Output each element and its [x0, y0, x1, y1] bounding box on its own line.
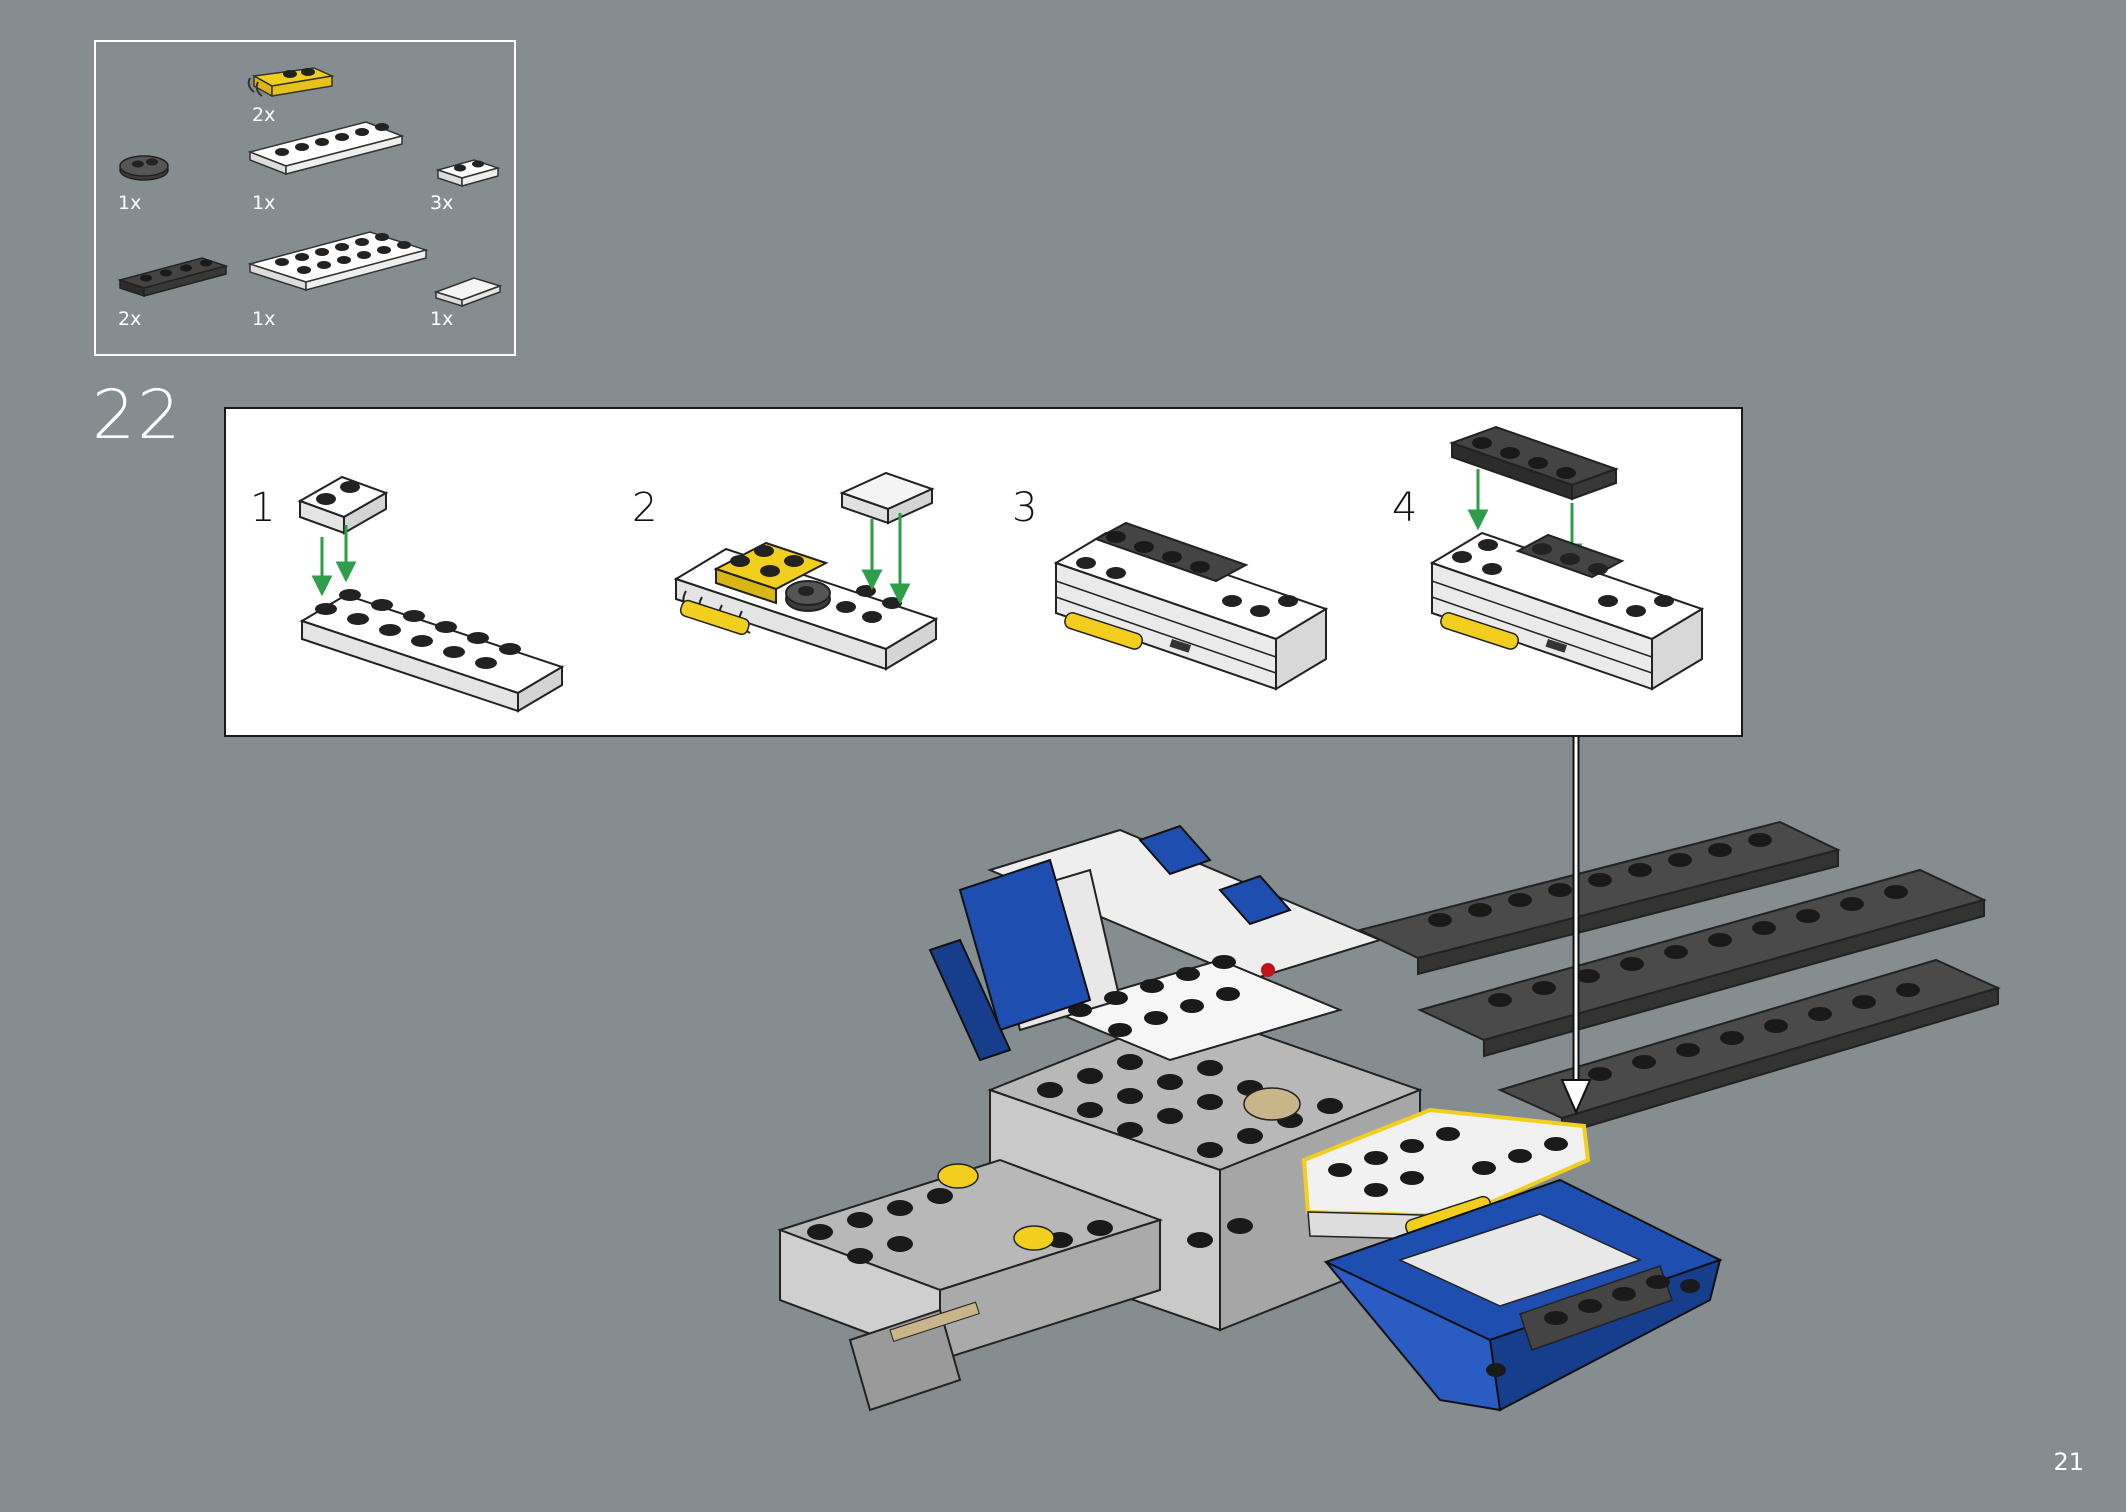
dark-plate-rows	[1357, 820, 2001, 1136]
white-plate-1x2-icon	[435, 159, 501, 188]
dark-round-plate-icon	[119, 155, 169, 181]
substep-1-illustration	[297, 475, 565, 713]
white-plate-2x6-icon	[247, 231, 429, 292]
parts-list-panel: 2x 1x 1x	[94, 40, 516, 356]
substep-panel: 1	[224, 407, 1743, 737]
substep-label-3: 3	[1012, 485, 1038, 531]
substep-2-illustration	[673, 471, 939, 671]
qty-label: 1x	[118, 192, 142, 214]
blue-left-wing	[928, 824, 1292, 1062]
qty-label: 1x	[252, 308, 276, 330]
white-tile-1x2-icon	[433, 277, 503, 308]
substep-label-4: 4	[1392, 485, 1418, 531]
step-number: 22	[92, 376, 183, 455]
page-number: 21	[2053, 1448, 2084, 1476]
blue-right-wing	[1323, 1178, 1723, 1412]
yellow-clip-plate-icon	[247, 67, 335, 98]
substep-label-1: 1	[250, 485, 276, 531]
qty-label: 3x	[430, 192, 454, 214]
qty-label: 2x	[118, 308, 142, 330]
qty-label: 2x	[252, 104, 276, 126]
substep-4-illustration	[1429, 425, 1705, 691]
substep-label-2: 2	[632, 485, 658, 531]
qty-label: 1x	[252, 192, 276, 214]
qty-label: 1x	[430, 308, 454, 330]
assembly-arrow	[1560, 737, 1592, 1115]
substep-3-illustration	[1053, 521, 1329, 691]
dark-plate-1x4-icon	[117, 257, 229, 298]
white-plate-1x6-icon	[247, 121, 405, 176]
